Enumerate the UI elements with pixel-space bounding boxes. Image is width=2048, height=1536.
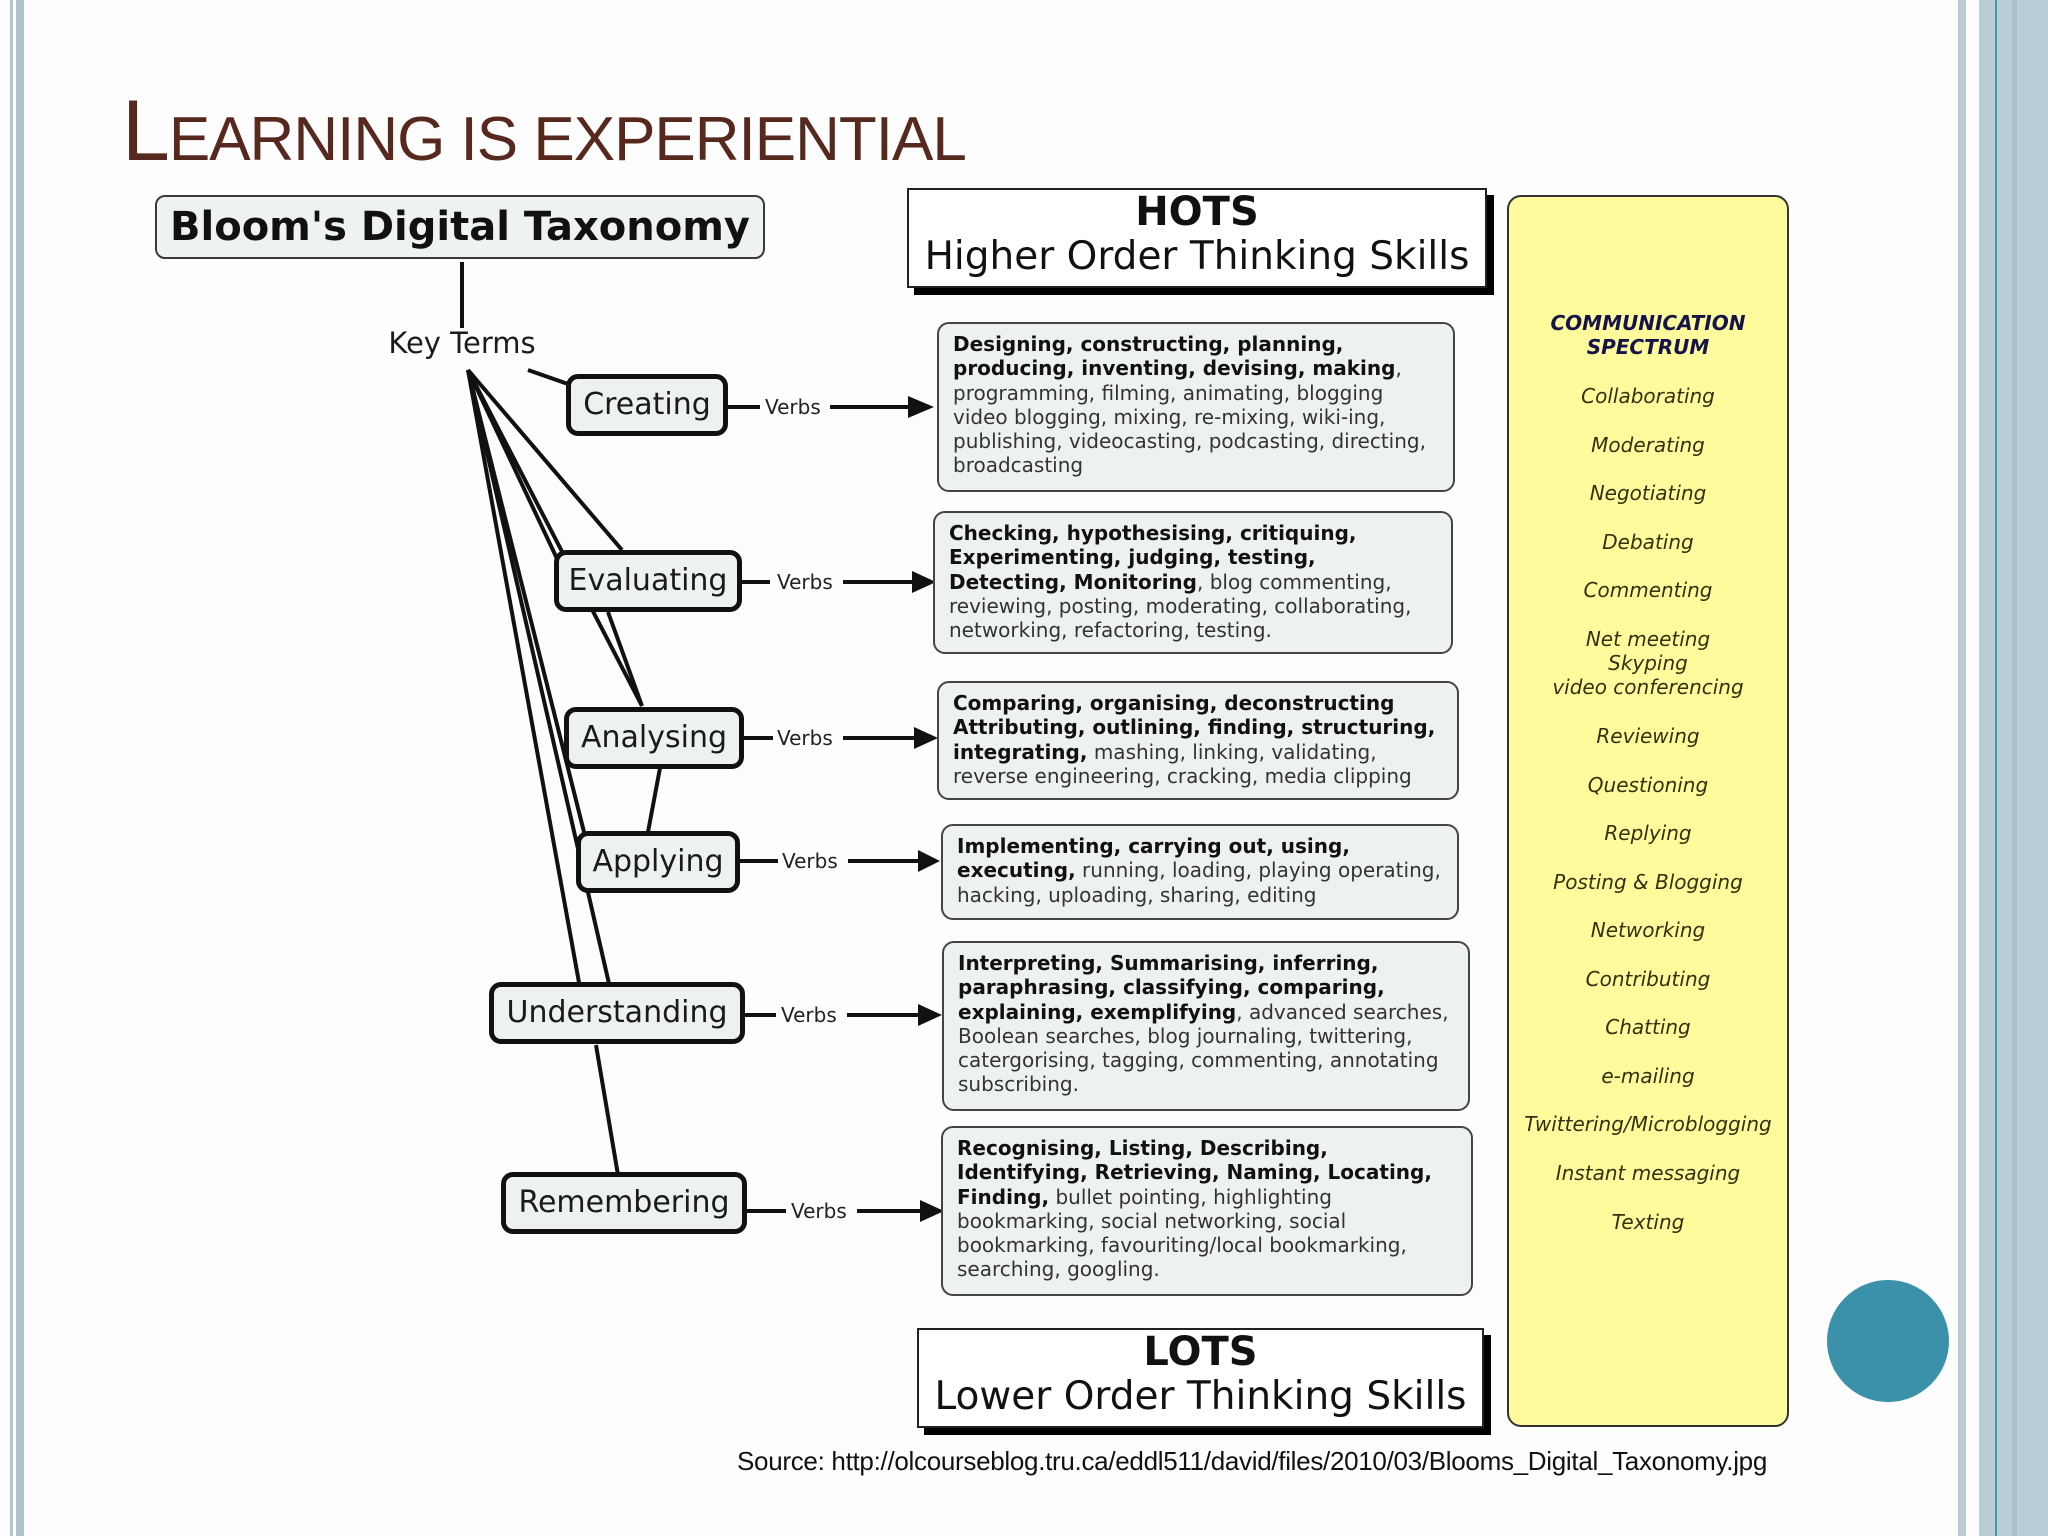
title-capital: L bbox=[122, 83, 170, 179]
verbs-label-remembering: Verbs bbox=[789, 1199, 849, 1223]
comm-item: Reviewing bbox=[1596, 724, 1700, 748]
comm-item: Skyping bbox=[1608, 651, 1688, 675]
key-terms-label: Key Terms bbox=[388, 326, 536, 360]
comm-item: video conferencing bbox=[1552, 675, 1744, 699]
verbs-rest: running, loading, playing operating, hac… bbox=[957, 858, 1441, 907]
blooms-digital-taxonomy-title: Bloom's Digital Taxonomy bbox=[155, 195, 765, 259]
comm-item: Instant messaging bbox=[1555, 1161, 1741, 1185]
verbs-rest: , blog commenting, reviewing, posting, m… bbox=[949, 569, 1412, 643]
hots-abbr: HOTS bbox=[1135, 189, 1259, 235]
comm-item: Texting bbox=[1611, 1210, 1685, 1234]
verbs-box-understanding: Interpreting, Summarising, inferring, pa… bbox=[942, 941, 1470, 1111]
heading-line-2: SPECTRUM bbox=[1586, 335, 1710, 359]
comm-item: Net meeting bbox=[1585, 627, 1711, 651]
level-analysing: Analysing bbox=[564, 707, 744, 769]
comm-item: Commenting bbox=[1583, 578, 1713, 602]
comm-item: Posting & Blogging bbox=[1553, 870, 1743, 894]
verbs-label-understanding: Verbs bbox=[779, 1003, 839, 1027]
verbs-label-creating: Verbs bbox=[763, 395, 823, 419]
slide-title: LEARNING IS EXPERIENTIAL bbox=[122, 88, 967, 174]
comm-item: Debating bbox=[1602, 530, 1694, 554]
verbs-rest: bullet pointing, highlighting bookmarkin… bbox=[957, 1184, 1407, 1282]
verbs-bold: Recognising, Listing, Describing, Identi… bbox=[957, 1136, 1432, 1209]
lots-abbr: LOTS bbox=[1143, 1329, 1258, 1375]
verbs-bold: Designing, constructing, planning, produ… bbox=[953, 332, 1396, 381]
level-applying: Applying bbox=[576, 831, 740, 893]
comm-item: e-mailing bbox=[1601, 1064, 1695, 1088]
verbs-bold: Checking, hypothesising, critiquing, Exp… bbox=[949, 521, 1357, 594]
left-border-inner bbox=[16, 0, 24, 1536]
heading-line-1: COMMUNICATION bbox=[1550, 311, 1746, 335]
right-border-thin bbox=[1958, 0, 1966, 1536]
hots-box: HOTS Higher Order Thinking Skills bbox=[907, 188, 1487, 288]
accent-circle bbox=[1827, 1280, 1949, 1402]
comm-item: Networking bbox=[1590, 918, 1706, 942]
lots-box: LOTS Lower Order Thinking Skills bbox=[917, 1328, 1484, 1428]
verbs-label-applying: Verbs bbox=[780, 849, 840, 873]
communication-spectrum-panel: COMMUNICATION SPECTRUM Collaborating Mod… bbox=[1507, 195, 1789, 1427]
comm-item: Contributing bbox=[1585, 967, 1711, 991]
right-border-shade bbox=[2012, 0, 2017, 1536]
verbs-box-remembering: Recognising, Listing, Describing, Identi… bbox=[941, 1126, 1473, 1296]
verbs-box-analysing: Comparing, organising, deconstructing At… bbox=[937, 681, 1459, 800]
verbs-rest: , programming, filming, animating, blogg… bbox=[953, 356, 1426, 478]
verbs-bold: Implementing, carrying out, using, execu… bbox=[957, 834, 1350, 883]
level-creating: Creating bbox=[566, 374, 728, 436]
level-evaluating: Evaluating bbox=[554, 550, 742, 612]
level-remembering: Remembering bbox=[501, 1172, 747, 1234]
right-border-line bbox=[1995, 0, 1997, 1536]
left-border-outer bbox=[10, 0, 13, 1536]
source-citation: Source: http://olcourseblog.tru.ca/eddl5… bbox=[737, 1446, 1768, 1476]
verbs-rest: mashing, linking, validating, reverse en… bbox=[953, 739, 1412, 788]
hots-full: Higher Order Thinking Skills bbox=[924, 234, 1470, 279]
lots-full: Lower Order Thinking Skills bbox=[934, 1374, 1467, 1419]
level-understanding: Understanding bbox=[489, 982, 745, 1044]
verbs-rest: , advanced searches, Boolean searches, b… bbox=[958, 999, 1449, 1097]
comm-item: Chatting bbox=[1605, 1015, 1691, 1039]
verbs-label-analysing: Verbs bbox=[775, 726, 835, 750]
verbs-box-evaluating: Checking, hypothesising, critiquing, Exp… bbox=[933, 511, 1453, 654]
comm-item: Moderating bbox=[1591, 433, 1705, 457]
title-rest: EARNING IS EXPERIENTIAL bbox=[168, 105, 967, 174]
verbs-bold: Interpreting, Summarising, inferring, pa… bbox=[958, 951, 1385, 1024]
comm-item: Twittering/Microblogging bbox=[1524, 1112, 1772, 1136]
comm-item: Collaborating bbox=[1581, 384, 1715, 408]
comm-item: Questioning bbox=[1587, 773, 1709, 797]
comm-item: Negotiating bbox=[1589, 481, 1707, 505]
comm-item: Replying bbox=[1604, 821, 1692, 845]
verbs-label-evaluating: Verbs bbox=[775, 570, 835, 594]
verbs-box-creating: Designing, constructing, planning, produ… bbox=[937, 322, 1455, 492]
verbs-box-applying: Implementing, carrying out, using, execu… bbox=[941, 824, 1459, 920]
verbs-bold: Comparing, organising, deconstructing At… bbox=[953, 691, 1436, 764]
communication-spectrum-heading: COMMUNICATION SPECTRUM bbox=[1509, 311, 1787, 359]
